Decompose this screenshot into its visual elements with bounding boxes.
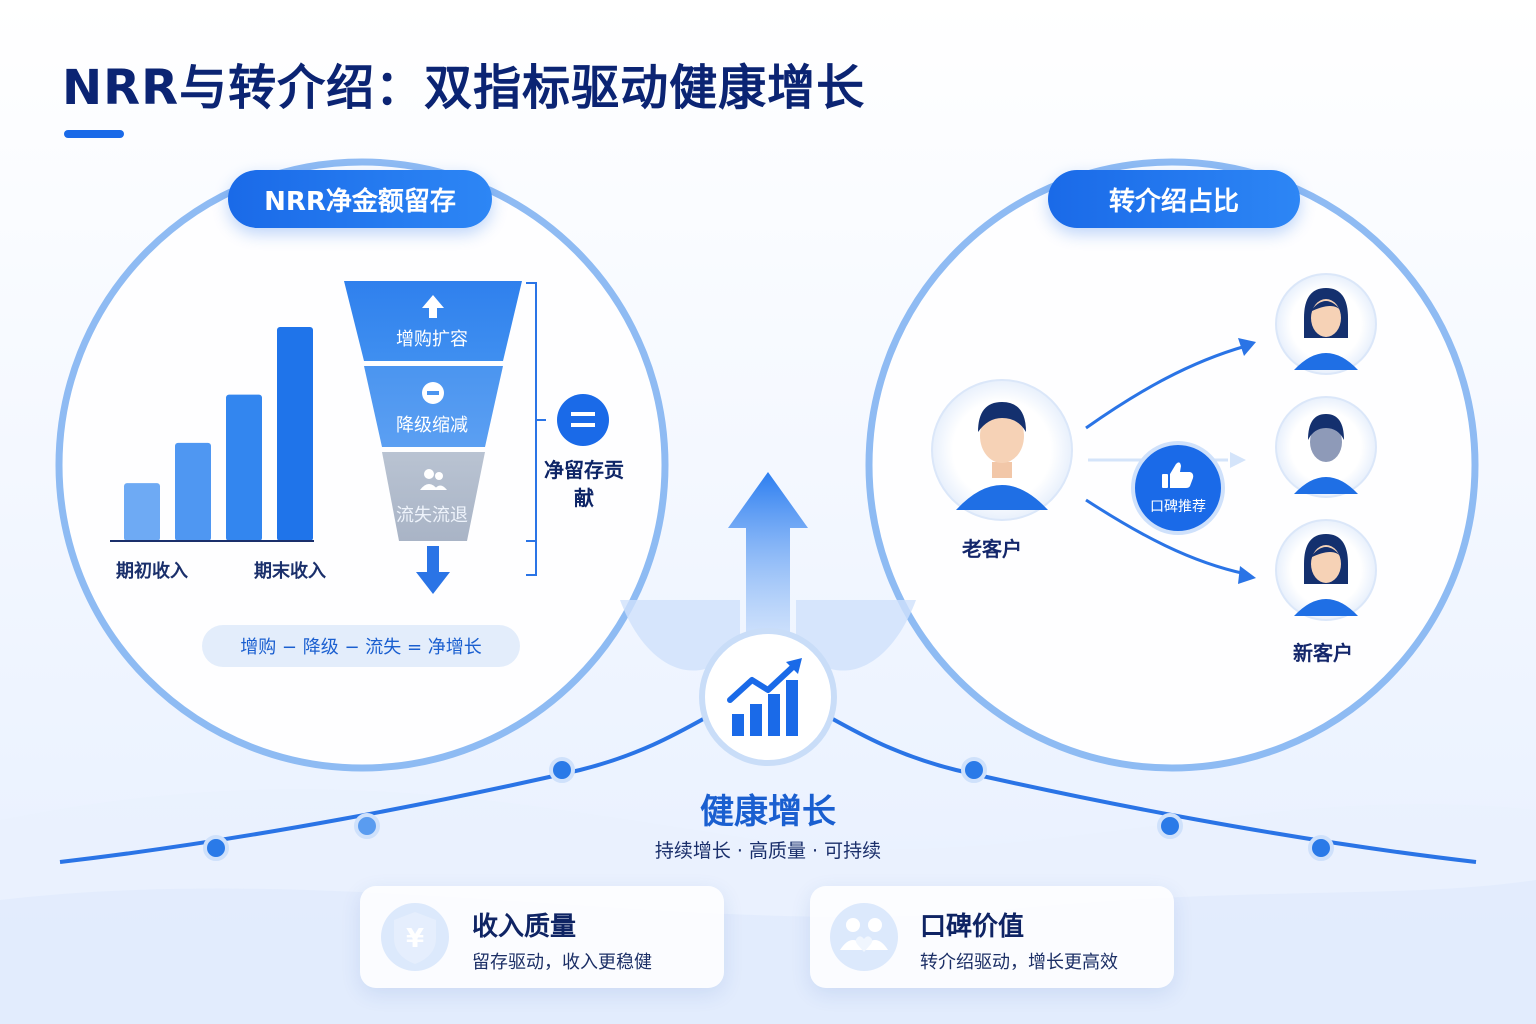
card-quality-desc: 留存驱动，收入更稳健	[472, 952, 652, 973]
timeline-node	[354, 813, 380, 839]
revenue-bar	[124, 483, 160, 541]
timeline-node	[203, 835, 229, 861]
card-wom-desc: 转介绍驱动，增长更高效	[920, 952, 1118, 973]
revenue-bar	[277, 327, 313, 541]
new-customer-label: 新客户	[1293, 641, 1353, 665]
funnel-label-downgrade: 降级缩减	[396, 415, 468, 436]
new-customer-avatar	[1275, 396, 1377, 498]
arrow-down-icon	[416, 546, 450, 594]
timeline-node	[1157, 813, 1183, 839]
funnel-label-churn: 流失流退	[396, 505, 468, 526]
flow-ribbon-right	[796, 600, 916, 671]
referral-arrow-bottom	[1085, 498, 1247, 576]
timeline-node	[1308, 835, 1334, 861]
old-customer-label: 老客户	[962, 537, 1022, 561]
old-customer-avatar	[931, 379, 1073, 521]
funnel-segment-expand	[344, 281, 522, 361]
new-customer-avatar	[1275, 519, 1377, 621]
nrr-formula: 增购 − 降级 − 流失 = 净增长	[202, 625, 520, 667]
chart-growth-icon	[727, 658, 802, 736]
revenue-bar	[175, 442, 211, 541]
funnel-segment-churn	[382, 452, 485, 541]
new-customer-avatar	[1275, 273, 1377, 375]
minus-circle-icon	[422, 382, 444, 404]
funnel-bracket	[526, 282, 546, 576]
title-underline	[64, 130, 124, 138]
revenue-bars	[124, 327, 313, 541]
card-word-of-mouth	[810, 886, 1174, 988]
net-contribution-label: 净留存贡献	[544, 458, 624, 510]
card-revenue-quality	[360, 886, 724, 988]
funnel-segment-downgrade	[364, 366, 503, 447]
referral-section-pill: 转介绍占比	[1048, 170, 1300, 228]
center-title: 健康增长	[700, 792, 836, 832]
page-title: NRR与转介绍：双指标驱动健康增长	[62, 60, 866, 116]
referral-arrow-top	[1085, 344, 1247, 430]
nrr-section-pill: NRR净金额留存	[228, 170, 492, 228]
timeline-node	[961, 757, 987, 783]
card-wom-title: 口碑价值	[920, 912, 1025, 942]
funnel-label-expand: 增购扩容	[396, 329, 468, 350]
bar-label-end: 期末收入	[254, 561, 326, 582]
bar-label-start: 期初收入	[116, 561, 188, 582]
center-subtitle: 持续增长 · 高质量 · 可持续	[654, 840, 882, 862]
equals-circle-icon	[557, 394, 609, 446]
arrow-head	[1238, 338, 1256, 356]
users-icon	[420, 469, 447, 490]
flow-ribbon-left	[620, 600, 740, 671]
card-quality-title: 收入质量	[472, 912, 577, 942]
arrow-up-icon	[422, 295, 444, 318]
word-of-mouth-label: 口碑推荐	[1150, 499, 1206, 515]
thumbs-up-icon	[1162, 462, 1194, 488]
arrow-head	[1230, 452, 1246, 468]
revenue-bar	[226, 394, 262, 541]
timeline-node	[549, 757, 575, 783]
arrow-head	[1238, 566, 1256, 584]
